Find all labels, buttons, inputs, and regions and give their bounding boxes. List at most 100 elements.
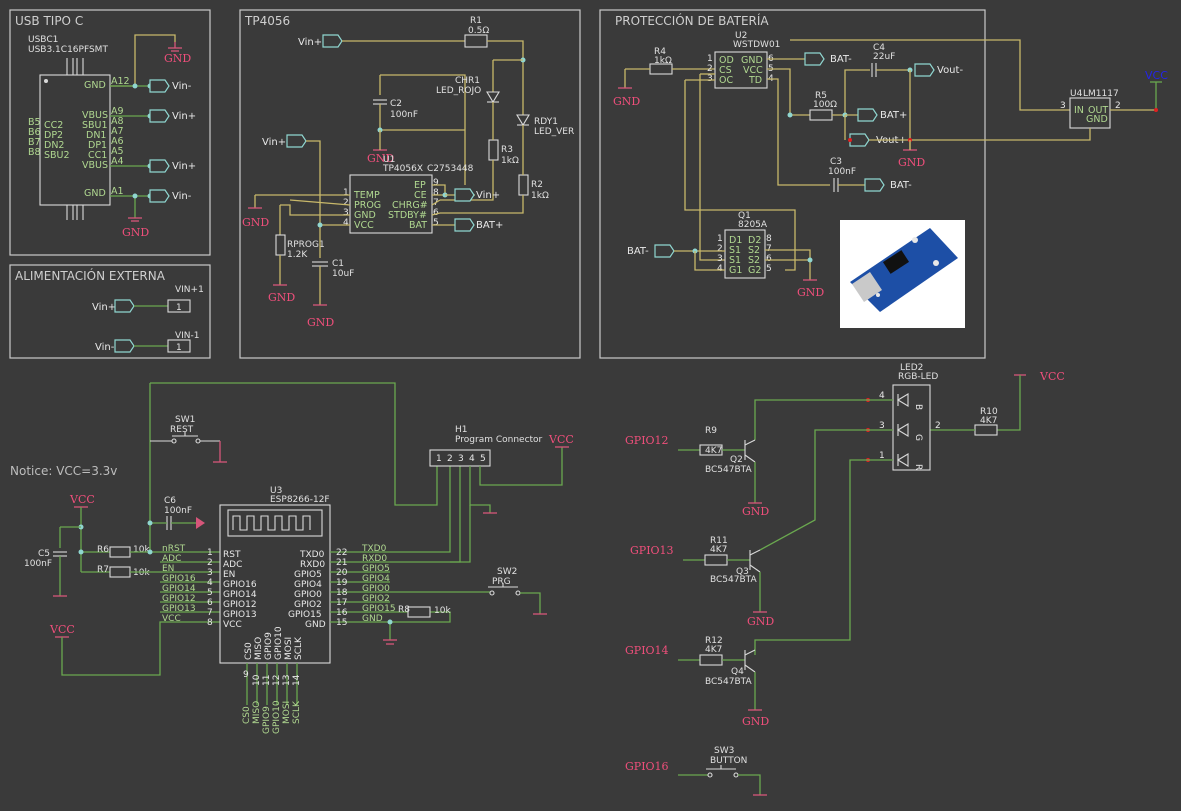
svg-text:100Ω: 100Ω — [813, 100, 837, 110]
usb-rname-3: DN1 — [86, 130, 106, 141]
svg-text:Vin+: Vin+ — [92, 302, 116, 313]
svg-text:1: 1 — [707, 54, 713, 64]
svg-text:11: 11 — [262, 675, 272, 686]
svg-text:GPIO13: GPIO13 — [223, 610, 257, 620]
svg-text:4: 4 — [469, 454, 475, 464]
prot-gnd-vout: GND — [898, 149, 925, 169]
svg-text:R1: R1 — [470, 16, 482, 26]
usb-rname-4: DP1 — [88, 140, 107, 151]
svg-text:C4: C4 — [873, 43, 885, 53]
svg-text:C2: C2 — [390, 99, 402, 109]
gpio12-label: GPIO12 — [625, 434, 669, 447]
usb-rname-0: GND — [84, 80, 106, 91]
svg-text:Vin+: Vin+ — [262, 137, 286, 148]
h1-program-connector: H1 Program Connector 1 2 3 4 5 — [429, 425, 543, 467]
svg-text:BC547BTA: BC547BTA — [705, 677, 752, 687]
svg-text:R12: R12 — [705, 636, 723, 646]
svg-text:MOSI: MOSI — [284, 637, 294, 660]
usb-rpin-6: A4 — [111, 156, 124, 167]
gpio13-label: GPIO13 — [630, 544, 674, 557]
svg-text:1: 1 — [176, 303, 182, 313]
svg-text:14: 14 — [292, 674, 302, 686]
svg-text:GPIO14: GPIO14 — [162, 584, 196, 594]
svg-text:3: 3 — [1060, 101, 1066, 111]
svg-text:21: 21 — [336, 558, 347, 568]
svg-text:Q1: Q1 — [738, 211, 751, 221]
svg-text:LED2: LED2 — [900, 363, 923, 373]
svg-text:GPIO4: GPIO4 — [362, 574, 390, 584]
svg-text:9: 9 — [433, 178, 439, 188]
svg-text:4K7: 4K7 — [705, 645, 722, 655]
svg-text:100nF: 100nF — [164, 506, 192, 516]
svg-text:GND: GND — [242, 216, 269, 229]
r8-resistor — [407, 606, 431, 618]
usb-rname-7: GND — [84, 188, 106, 199]
sw1-rest-switch — [150, 432, 220, 444]
svg-text:GND: GND — [354, 210, 376, 221]
sw3-button-group: GPIO16 SW3 BUTTON — [625, 746, 767, 796]
svg-text:R8: R8 — [398, 605, 410, 615]
svg-text:WSTDW01: WSTDW01 — [733, 40, 780, 50]
usb-lname-2: DN2 — [44, 140, 64, 151]
svg-text:MISO: MISO — [252, 701, 262, 724]
svg-text:GPIO10: GPIO10 — [272, 700, 282, 734]
svg-text:GPIO9: GPIO9 — [264, 632, 274, 660]
svg-text:7: 7 — [207, 608, 213, 618]
svg-text:16: 16 — [336, 608, 348, 618]
svg-text:C3: C3 — [830, 157, 842, 167]
svg-text:1kΩ: 1kΩ — [531, 191, 549, 201]
svg-text:GPIO16: GPIO16 — [162, 574, 196, 584]
svg-text:GND: GND — [613, 95, 640, 108]
net-flag-vin-minus-1: Vin- — [149, 79, 192, 93]
svg-text:ADC: ADC — [223, 560, 242, 570]
svg-text:R3: R3 — [501, 145, 513, 155]
svg-text:20: 20 — [336, 568, 348, 578]
svg-text:CS: CS — [719, 65, 732, 76]
usb-lpin-2: B7 — [28, 137, 41, 148]
ext-vin-plus: Vin+ 1 VIN+1 — [92, 285, 204, 313]
svg-text:R6: R6 — [97, 545, 109, 555]
svg-text:4K7: 4K7 — [710, 545, 727, 555]
svg-text:100nF: 100nF — [390, 110, 418, 120]
gpio14-label: GPIO14 — [625, 644, 669, 657]
svg-text:CHRG#: CHRG# — [392, 200, 428, 211]
svg-text:GND: GND — [122, 226, 149, 239]
tp4056-section-frame — [239, 9, 581, 359]
svg-text:10k: 10k — [434, 606, 451, 616]
svg-text:SCLK: SCLK — [294, 636, 304, 660]
svg-text:GPIO0: GPIO0 — [294, 590, 322, 600]
svg-text:R: R — [913, 464, 923, 470]
svg-text:PRG: PRG — [492, 577, 511, 587]
svg-text:GND: GND — [741, 55, 763, 66]
svg-text:C2753448: C2753448 — [427, 164, 474, 174]
svg-text:S1: S1 — [729, 245, 741, 256]
svg-text:Q2: Q2 — [730, 455, 743, 465]
svg-text:4: 4 — [343, 218, 349, 228]
svg-text:Q3: Q3 — [736, 567, 749, 577]
svg-text:TXD0: TXD0 — [299, 550, 325, 560]
svg-text:5: 5 — [433, 218, 439, 228]
svg-text:VCC: VCC — [223, 620, 242, 630]
r12-resistor — [699, 654, 723, 666]
svg-text:8: 8 — [766, 234, 772, 244]
svg-text:CE: CE — [414, 190, 427, 201]
q1-body — [724, 229, 766, 279]
svg-text:R2: R2 — [531, 180, 543, 190]
svg-text:R9: R9 — [705, 426, 717, 436]
svg-text:10: 10 — [252, 674, 262, 686]
svg-text:3: 3 — [717, 254, 723, 264]
svg-text:GPIO13: GPIO13 — [162, 604, 196, 614]
r1-resistor — [464, 34, 488, 48]
svg-text:8: 8 — [433, 188, 439, 198]
svg-text:CHR1: CHR1 — [455, 76, 480, 86]
esp8266-module: U3 ESP8266-12F RST ADC EN GPIO16 GPIO14 … — [219, 486, 331, 664]
usb-rpin-3: A7 — [111, 126, 124, 137]
svg-text:GND: GND — [747, 615, 774, 628]
svg-text:2: 2 — [717, 244, 723, 254]
svg-text:10k: 10k — [133, 545, 150, 555]
svg-text:BAT+: BAT+ — [476, 220, 503, 231]
svg-text:U4: U4 — [1070, 89, 1083, 99]
ext-section-frame — [9, 264, 211, 359]
rdy1-green-led: RDY1 LED_VER — [516, 60, 574, 137]
